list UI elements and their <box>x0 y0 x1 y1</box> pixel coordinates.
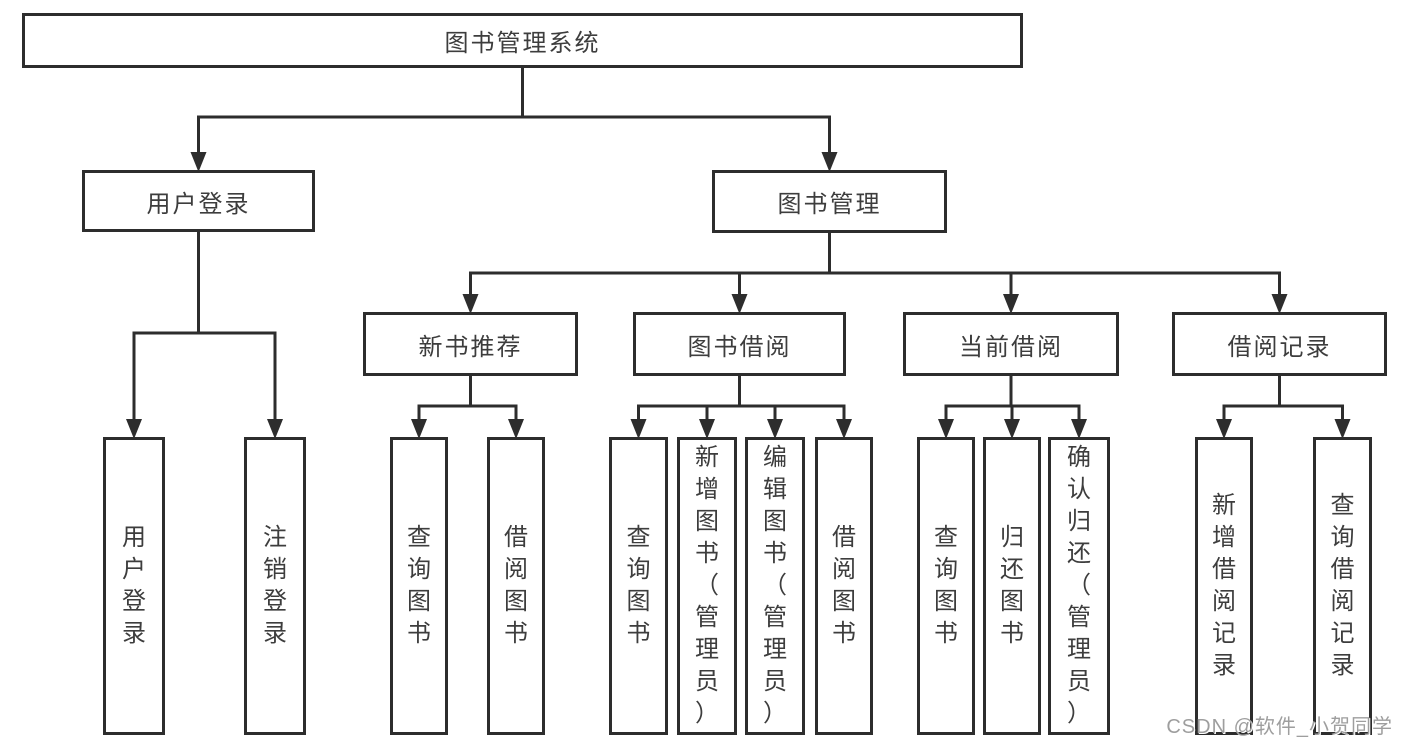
arrow-down-icon <box>767 419 783 439</box>
node-label: 查询图书 <box>626 524 651 647</box>
leaf-borrow-books-recommend: 借阅图书 <box>487 437 545 735</box>
arrow-down-icon <box>1271 294 1288 314</box>
arrow-down-icon <box>411 419 427 439</box>
leaf-add-book-admin: 新增图书（管理员） <box>677 437 737 735</box>
node-label: 图书借阅 <box>687 333 792 361</box>
node-label: 当前借阅 <box>959 333 1063 361</box>
arrow-down-icon <box>508 419 524 439</box>
arrow-down-icon <box>630 419 647 439</box>
node-label: 用户登录 <box>122 524 146 647</box>
leaf-edit-book-admin: 编辑图书（管理员） <box>745 437 805 735</box>
node-label: 查询图书 <box>407 524 431 647</box>
node-label: 用户登录 <box>146 190 251 218</box>
arrow-down-icon <box>462 294 479 314</box>
node-current-borrowing: 当前借阅 <box>903 312 1119 376</box>
arrow-down-icon <box>1216 419 1232 439</box>
arrow-down-icon <box>1071 419 1087 439</box>
node-label: 图书管理系统 <box>444 30 601 57</box>
leaf-query-books-recommend: 查询图书 <box>390 437 448 735</box>
arrow-down-icon <box>836 419 852 439</box>
node-label: 查询借阅记录 <box>1330 492 1355 679</box>
node-label: 图书管理 <box>777 191 882 218</box>
leaf-add-borrow-record: 新增借阅记录 <box>1195 437 1253 735</box>
arrow-down-icon <box>938 419 954 439</box>
node-borrowing-records: 借阅记录 <box>1172 312 1387 376</box>
arrow-down-icon <box>1334 419 1351 439</box>
node-label: 借阅记录 <box>1227 333 1332 361</box>
arrow-down-icon <box>699 419 715 439</box>
leaf-logout: 注销登录 <box>244 437 306 735</box>
leaf-query-books-borrowing: 查询图书 <box>609 437 668 735</box>
node-user-login: 用户登录 <box>82 170 315 232</box>
node-library-management-system: 图书管理系统 <box>22 13 1023 68</box>
connector-line <box>132 68 1344 421</box>
node-label: 新增图书（管理员） <box>695 444 719 727</box>
node-label: 借阅图书 <box>832 524 856 647</box>
arrow-down-icon <box>267 419 283 439</box>
node-new-book-recommendation: 新书推荐 <box>363 312 578 376</box>
arrow-down-icon <box>1003 294 1019 314</box>
csdn-watermark: CSDN @软件_小贺同学 <box>1166 716 1393 738</box>
arrow-down-icon <box>1004 419 1020 439</box>
leaf-user-login: 用户登录 <box>103 437 165 735</box>
node-book-management: 图书管理 <box>712 170 947 233</box>
arrow-down-icon <box>731 294 748 314</box>
node-label: 新书推荐 <box>418 333 523 361</box>
leaf-query-books-current: 查询图书 <box>917 437 975 735</box>
node-label: 确认归还（管理员） <box>1067 444 1091 727</box>
leaf-return-books: 归还图书 <box>983 437 1041 735</box>
node-book-borrowing: 图书借阅 <box>633 312 846 376</box>
node-label: 查询图书 <box>934 524 958 647</box>
node-label: 新增借阅记录 <box>1212 492 1236 679</box>
arrow-down-icon <box>190 152 207 172</box>
node-label: 注销登录 <box>263 524 287 647</box>
node-label: 借阅图书 <box>504 524 528 647</box>
arrow-down-icon <box>821 152 838 172</box>
leaf-query-borrow-record: 查询借阅记录 <box>1313 437 1372 735</box>
leaf-borrow-books-borrowing: 借阅图书 <box>815 437 873 735</box>
arrow-down-icon <box>126 419 142 439</box>
node-label: 编辑图书（管理员） <box>763 444 787 727</box>
node-label: 归还图书 <box>1000 524 1024 647</box>
leaf-confirm-return-admin: 确认归还（管理员） <box>1048 437 1110 735</box>
